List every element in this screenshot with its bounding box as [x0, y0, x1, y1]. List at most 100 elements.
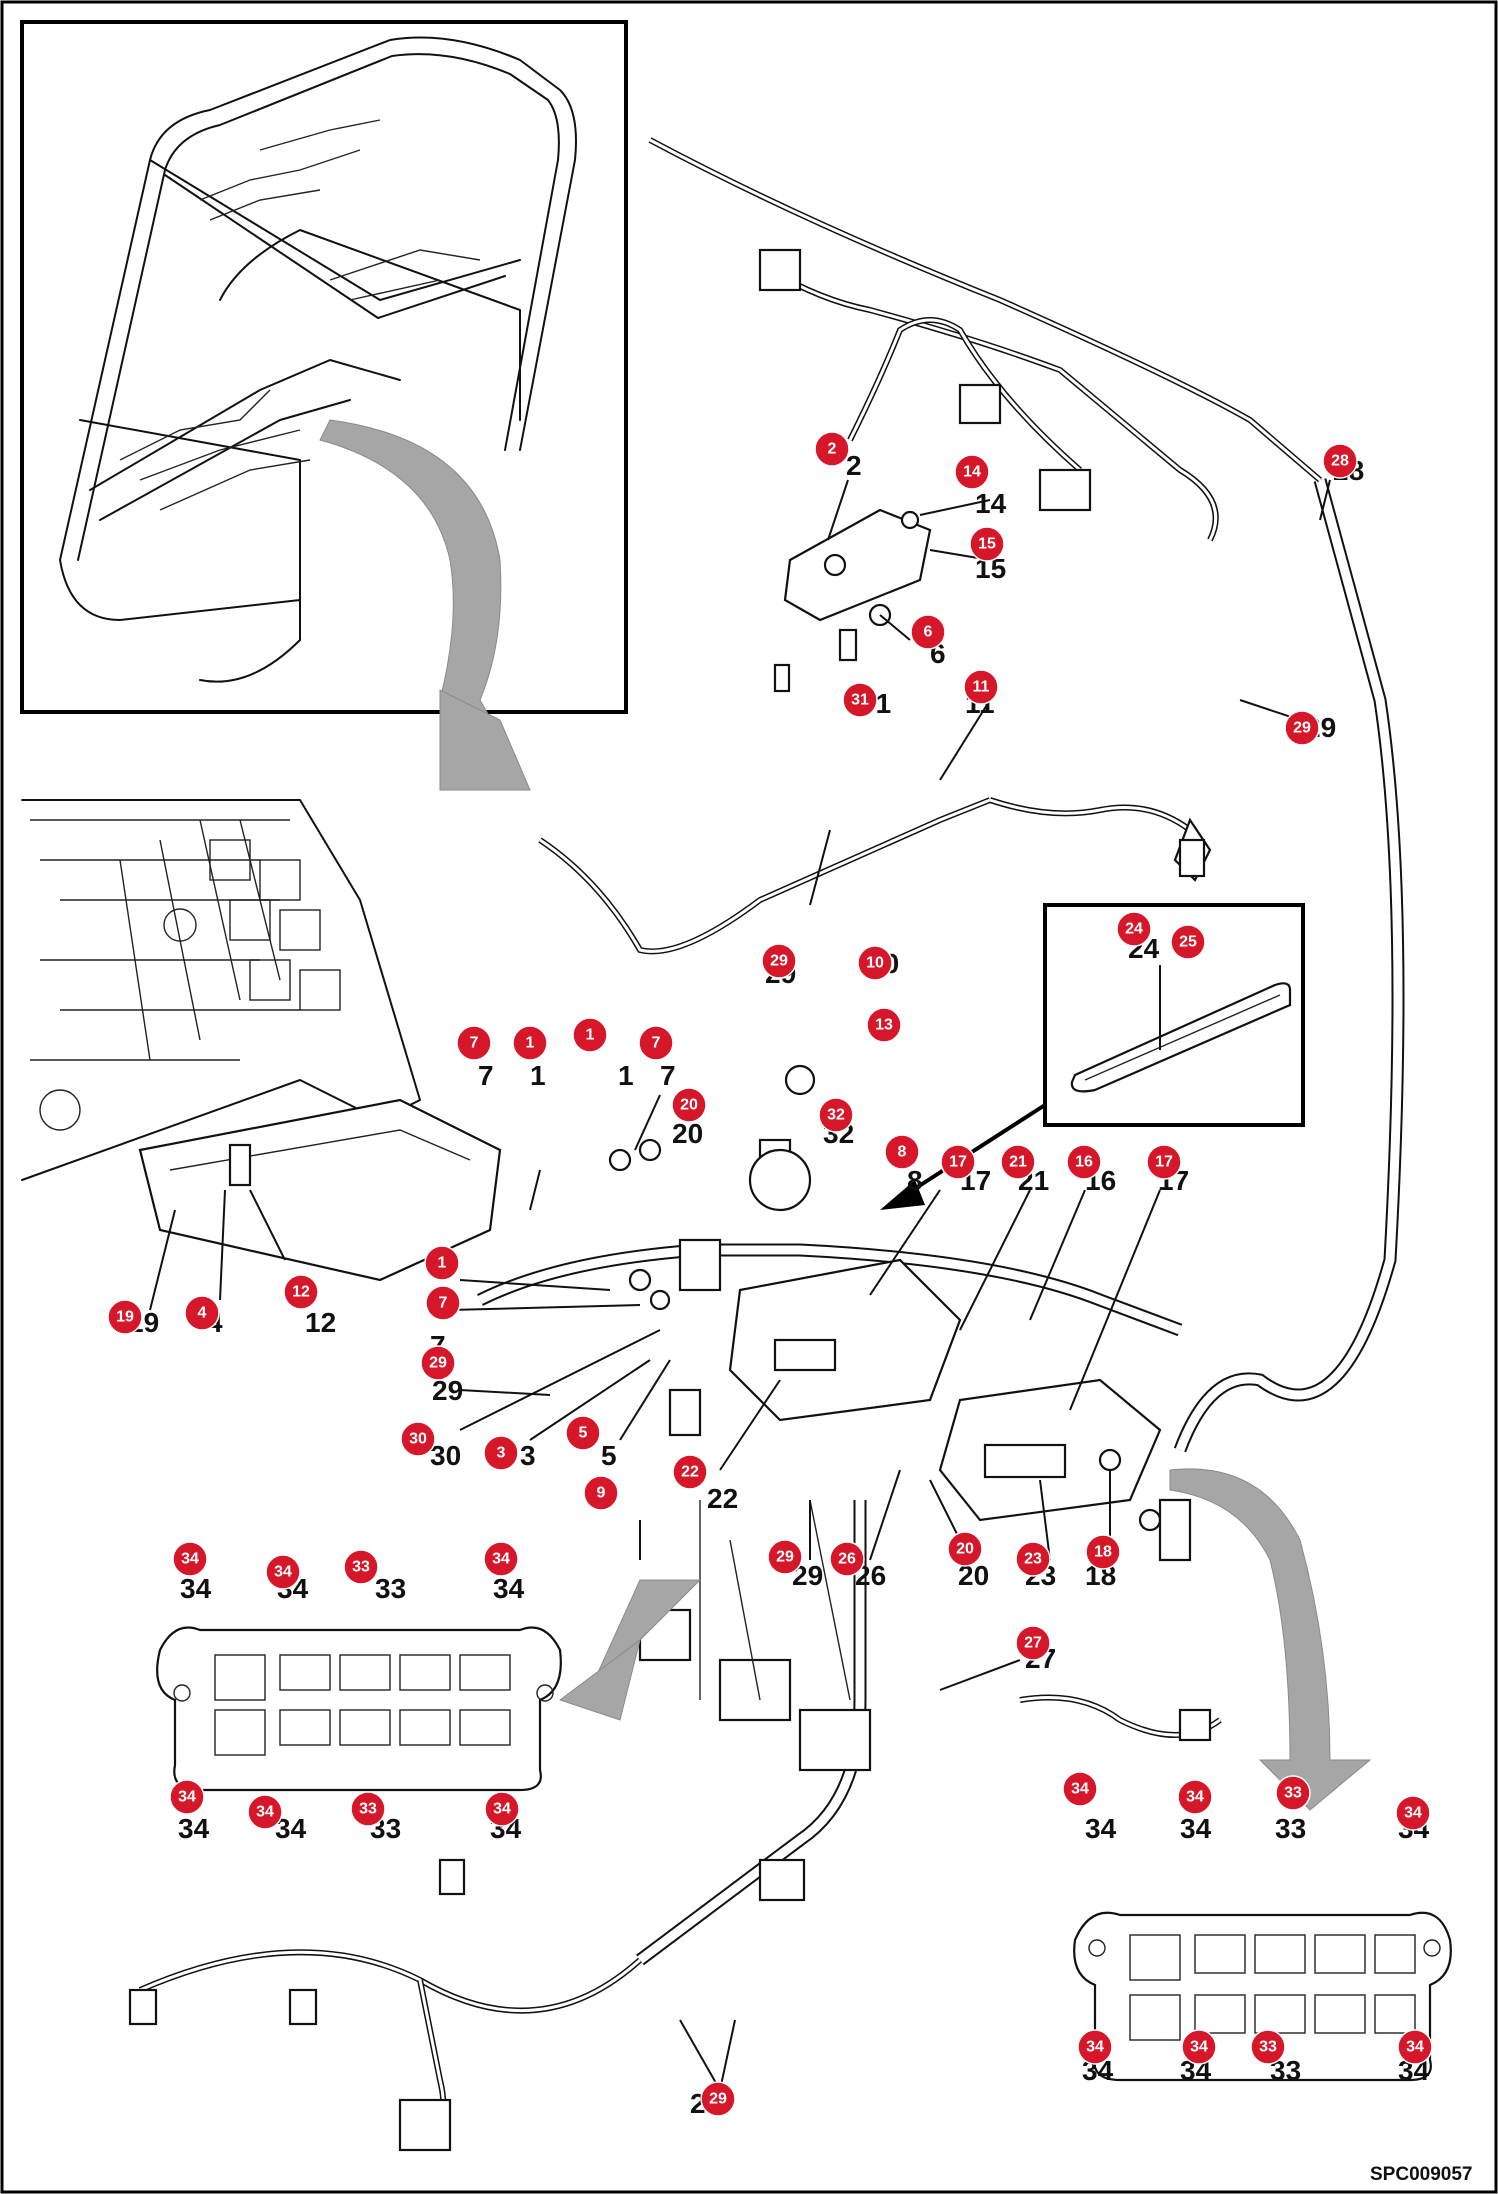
printed-number: 5	[601, 1440, 617, 1471]
printed-number: 2	[846, 450, 862, 481]
svg-text:17: 17	[949, 1154, 967, 1171]
callout-badge: 7	[638, 1025, 674, 1061]
callout-badge: 34	[1077, 2029, 1113, 2065]
svg-text:30: 30	[409, 1431, 427, 1448]
printed-number: 3	[520, 1440, 536, 1471]
svg-text:7: 7	[652, 1035, 661, 1052]
callout-badge: 34	[169, 1779, 205, 1815]
svg-text:1: 1	[438, 1255, 447, 1272]
callout-badge: 1	[424, 1245, 460, 1281]
svg-text:24: 24	[1125, 921, 1143, 938]
callout-badge: 29	[420, 1345, 456, 1381]
printed-number: 14	[975, 488, 1007, 519]
printed-number: 34	[178, 1813, 210, 1844]
svg-text:11: 11	[973, 679, 990, 696]
callout-badge: 13	[866, 1007, 902, 1043]
bracket-plate	[783, 508, 932, 622]
svg-text:7: 7	[470, 1035, 479, 1052]
callout-badge: 31	[842, 682, 878, 718]
callout-badge: 34	[1395, 1795, 1431, 1831]
callout-badge: 29	[1284, 710, 1320, 746]
callout-badge: 17	[1146, 1144, 1182, 1180]
callout-badge: 20	[947, 1531, 983, 1567]
callout-badge: 25	[1170, 924, 1206, 960]
inset-trim-frame	[1043, 903, 1305, 1127]
inset-pointer-arrow	[439, 689, 531, 791]
callout-badge: 34	[1062, 1771, 1098, 1807]
callout-badge: 34	[1397, 2029, 1433, 2065]
svg-text:34: 34	[493, 1801, 511, 1818]
callout-badge: 10	[857, 945, 893, 981]
svg-text:21: 21	[1009, 1154, 1027, 1171]
svg-text:1: 1	[586, 1027, 595, 1044]
relay-box-detail-right	[1073, 1468, 1452, 2082]
svg-text:20: 20	[680, 1097, 698, 1114]
svg-text:12: 12	[292, 1284, 310, 1301]
callout-badge: 32	[818, 1097, 854, 1133]
svg-text:29: 29	[770, 953, 788, 970]
svg-text:34: 34	[1071, 1781, 1089, 1798]
callout-badge: 34	[484, 1791, 520, 1827]
callout-badge: 15	[969, 526, 1005, 562]
svg-text:34: 34	[1406, 2039, 1424, 2056]
svg-text:7: 7	[439, 1295, 448, 1312]
callout-badge: 28	[1322, 443, 1358, 479]
figure-code: SPC009057	[1370, 2164, 1472, 2185]
callout-badge: 7	[456, 1025, 492, 1061]
callout-badge: 17	[940, 1144, 976, 1180]
callout-badge: 3	[483, 1435, 519, 1471]
callout-badge: 34	[172, 1541, 208, 1577]
svg-text:20: 20	[956, 1541, 974, 1558]
svg-text:34: 34	[1190, 2039, 1208, 2056]
callout-badge: 2	[814, 431, 850, 467]
svg-text:29: 29	[1293, 720, 1311, 737]
callout-badge: 34	[1181, 2029, 1217, 2065]
callout-badge: 9	[583, 1475, 619, 1511]
callout-badge: 12	[283, 1274, 319, 1310]
svg-text:8: 8	[898, 1144, 907, 1161]
svg-text:34: 34	[181, 1551, 199, 1568]
callout-badge: 23	[1015, 1541, 1051, 1577]
callout-badge: 33	[350, 1791, 386, 1827]
printed-number: 7	[660, 1060, 676, 1091]
svg-text:34: 34	[1186, 1789, 1204, 1806]
mount-plate-left	[728, 1258, 962, 1422]
svg-text:34: 34	[256, 1804, 274, 1821]
svg-text:33: 33	[1259, 2039, 1277, 2056]
svg-text:28: 28	[1331, 453, 1349, 470]
svg-text:27: 27	[1024, 1635, 1042, 1652]
svg-text:22: 22	[681, 1464, 699, 1481]
printed-number: 34	[1085, 1813, 1117, 1844]
callout-badge: 8	[884, 1134, 920, 1170]
printed-number: 33	[1275, 1813, 1306, 1844]
svg-text:19: 19	[116, 1309, 134, 1326]
callout-badge: 34	[1177, 1779, 1213, 1815]
printed-number: 34	[180, 1573, 212, 1604]
printed-number: 1	[530, 1060, 546, 1091]
callout-badge: 29	[761, 943, 797, 979]
callout-badge: 20	[671, 1087, 707, 1123]
callout-badge: 16	[1066, 1144, 1102, 1180]
inset-trim-detail	[880, 903, 1305, 1210]
printed-number: 8	[907, 1165, 923, 1196]
callout-badge: 24	[1116, 911, 1152, 947]
relay-box-detail-left	[156, 1579, 702, 1792]
printed-number: 34	[1180, 1813, 1212, 1844]
callout-badge: 19	[107, 1299, 143, 1335]
svg-text:33: 33	[359, 1801, 377, 1818]
svg-text:34: 34	[178, 1789, 196, 1806]
svg-text:29: 29	[709, 2091, 727, 2108]
svg-text:34: 34	[1404, 1805, 1422, 1822]
callout-badge: 34	[265, 1554, 301, 1590]
callout-badge: 7	[425, 1285, 461, 1321]
svg-text:1: 1	[526, 1035, 535, 1052]
callout-badge: 1	[572, 1017, 608, 1053]
printed-number: 30	[430, 1440, 461, 1471]
svg-text:26: 26	[838, 1551, 856, 1568]
callout-badge: 14	[954, 454, 990, 490]
svg-text:5: 5	[579, 1425, 588, 1442]
callout-badge: 26	[829, 1541, 865, 1577]
svg-text:2: 2	[828, 441, 837, 458]
